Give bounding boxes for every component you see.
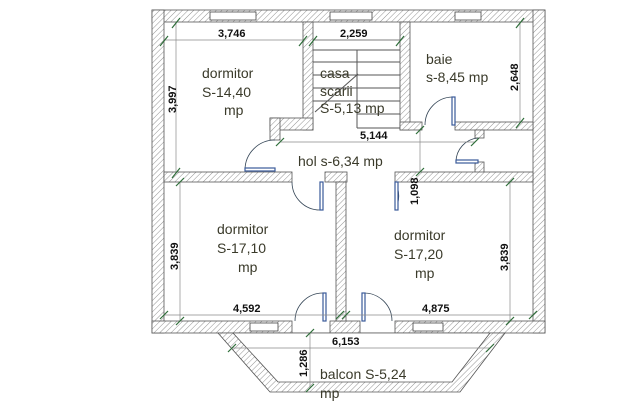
stairs-name-2: scarii (320, 83, 353, 99)
dim-balcony-width: 6,153 (332, 336, 360, 348)
dim-nw-height: 3,997 (167, 85, 179, 113)
stairs-name-1: casa (320, 65, 350, 81)
dim-se-height: 3,839 (499, 243, 511, 271)
dim-nw-width: 3,746 (218, 28, 246, 40)
dim-stairs-width: 2,259 (340, 28, 368, 40)
bath-area: s-8,45 mp (426, 69, 488, 85)
dim-hall-length: 5,144 (360, 130, 388, 142)
dimension-lines (159, 17, 538, 393)
dim-bath-height: 2,648 (509, 63, 521, 91)
balcony-label: balcon S-5,24 (320, 366, 407, 382)
windows (209, 11, 482, 332)
dim-sw-width: 4,592 (233, 303, 261, 315)
hall-label: hol s-6,34 mp (298, 153, 383, 169)
dim-sw-height: 3,839 (169, 242, 181, 270)
dim-hall-width: 1,098 (409, 177, 421, 205)
bedroom-sw-unit: mp (238, 259, 258, 275)
window-south-2 (412, 322, 444, 332)
window-north-1 (209, 11, 257, 21)
window-north-3 (454, 11, 482, 21)
bedroom-nw-unit: mp (224, 102, 244, 118)
stairs-area: S-5,13 mp (320, 100, 385, 116)
bedroom-se-area: S-17,20 (394, 246, 443, 262)
bedroom-sw-area: S-17,10 (217, 240, 266, 256)
exterior-walls (151, 9, 546, 334)
dim-se-width: 4,875 (422, 303, 450, 315)
window-south-1 (249, 322, 279, 332)
window-north-2 (329, 11, 373, 21)
doors (244, 96, 479, 322)
dimension-labels: 3,746 2,259 3,997 2,648 5,144 1,098 3,83… (167, 28, 521, 377)
bedroom-nw-area: S-14,40 (202, 84, 251, 100)
dim-balcony-depth: 1,286 (298, 349, 310, 377)
balcony-unit: mp (320, 385, 340, 401)
bedroom-se-name: dormitor (394, 227, 446, 243)
bedroom-sw-name: dormitor (217, 221, 269, 237)
room-labels: dormitor S-14,40 mp casa scarii S-5,13 m… (202, 51, 488, 401)
bedroom-nw-name: dormitor (202, 65, 254, 81)
bath-name: baie (426, 51, 453, 67)
bedroom-se-unit: mp (415, 265, 435, 281)
